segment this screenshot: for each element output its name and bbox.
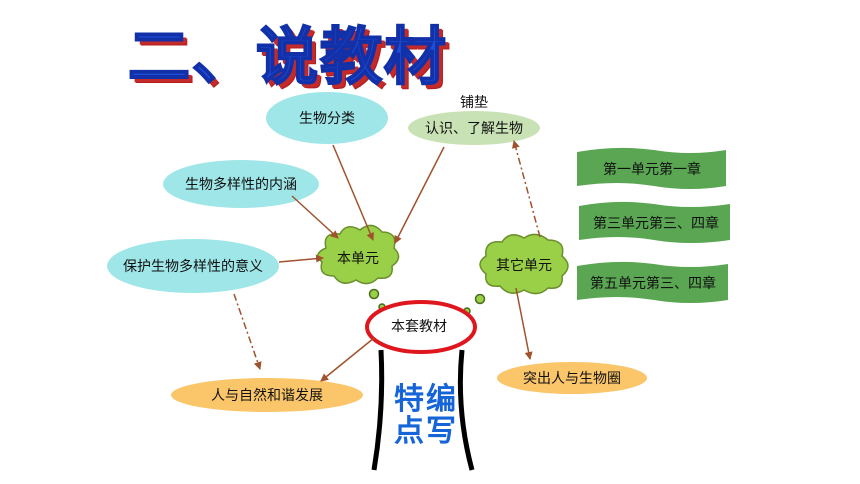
know-biology-ellipse: [408, 111, 540, 145]
arrow-know-to-unit: [394, 146, 445, 244]
trunk-left: [371, 349, 385, 471]
biology-classification-label: 生物分类: [299, 111, 355, 127]
bubble-left-1: [368, 288, 380, 300]
banner-label-1: 第一单元第一章: [603, 162, 701, 178]
banner-shape-1: [577, 147, 726, 189]
arrow-ring-to-harmony: [320, 337, 375, 382]
banner-label-2: 第三单元第三、四章: [593, 216, 719, 232]
highlight-label: 突出人与生物圈: [523, 371, 621, 387]
bubble-right-1: [474, 293, 486, 305]
textbook-ring: [365, 300, 477, 354]
banner-label-3: 第五单元第三、四章: [590, 276, 716, 292]
feature-text-column-2: 特点: [394, 382, 424, 449]
textbook-set-label: 本套教材: [391, 319, 447, 335]
harmony-label: 人与自然和谐发展: [211, 388, 323, 404]
know-biology-label: 认识、了解生物: [425, 121, 523, 137]
highlight-ellipse: [497, 362, 647, 394]
banner-shape-2: [579, 201, 730, 243]
dashed-arrow-protect-to-harmony: [233, 293, 262, 370]
trunk-right: [457, 349, 475, 471]
this-unit-label: 本单元: [337, 251, 379, 267]
groundwork-label: 铺垫: [460, 95, 488, 111]
diversity-meaning-label: 生物多样性的内涵: [185, 177, 297, 193]
other-units-label: 其它单元: [496, 258, 552, 274]
dashed-arrow-other-to-know: [511, 140, 541, 238]
arrow-classification-to-unit: [332, 144, 374, 241]
banner-shape-3: [577, 261, 728, 303]
biology-classification-ellipse: [266, 92, 388, 144]
feature-text-column-1: 编写: [426, 382, 456, 449]
slide-title: 二、说教材: [127, 19, 449, 94]
arrow-protect-to-unit: [278, 254, 324, 263]
arrow-diversity-to-unit: [291, 195, 339, 239]
harmony-ellipse: [171, 378, 363, 412]
this-unit-cloud: [317, 224, 400, 285]
arrow-other-to-highlight: [515, 287, 533, 360]
other-units-cloud: [479, 233, 569, 295]
protect-diversity-label: 保护生物多样性的意义: [123, 259, 263, 275]
diversity-meaning-ellipse: [163, 160, 319, 208]
protect-diversity-ellipse: [107, 239, 279, 293]
